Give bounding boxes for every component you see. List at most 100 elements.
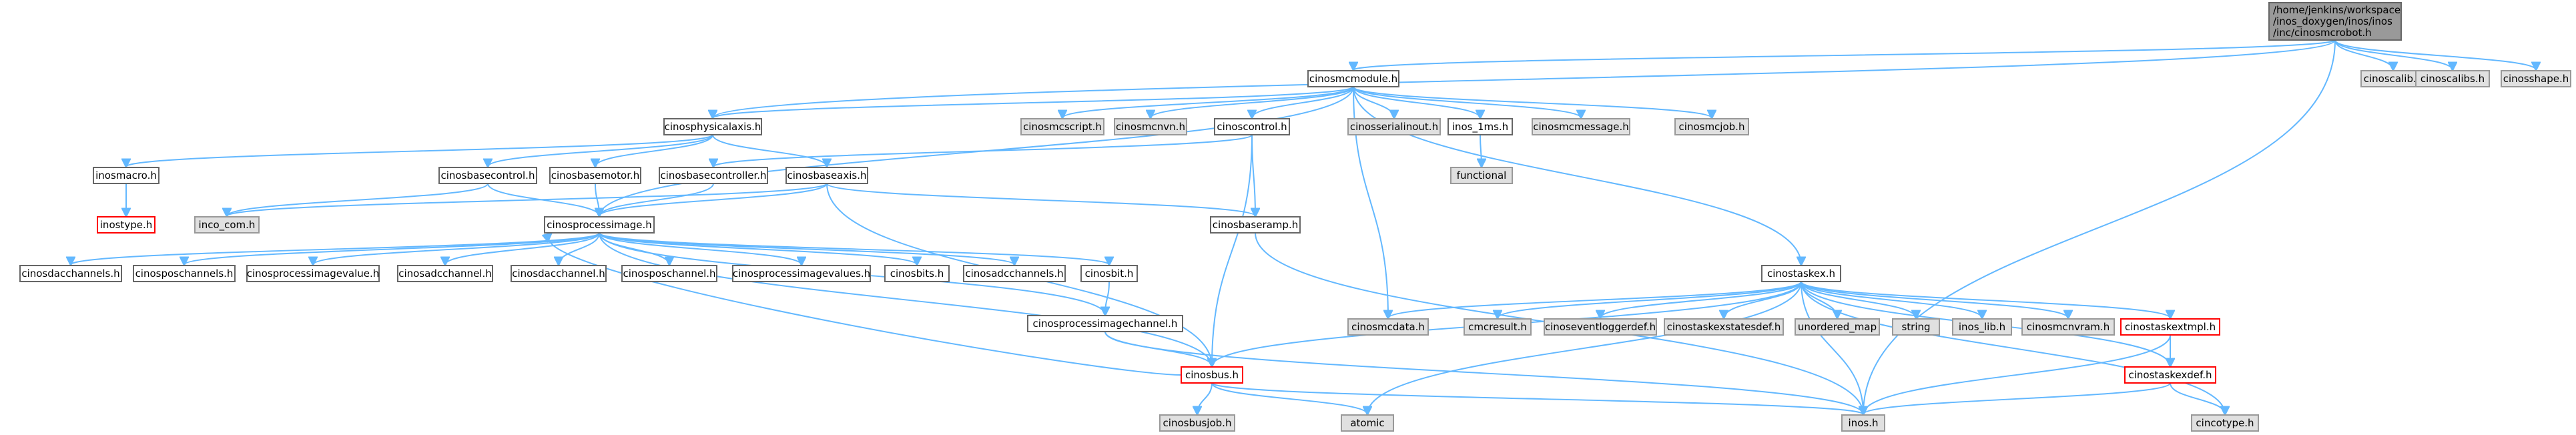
node-atomic[interactable]: atomic [1341,414,1394,432]
node-cinostaskextmpl[interactable]: cinostaskextmpl.h [2120,318,2220,336]
node-inos_lib[interactable]: inos_lib.h [1952,318,2012,336]
node-inco_com[interactable]: inco_com.h [194,216,260,234]
node-cinostaskexdef[interactable]: cinostaskexdef.h [2124,366,2216,384]
node-cinosposchannel[interactable]: cinosposchannel.h [621,265,717,282]
node-box-cinosbusjob[interactable] [1159,414,1235,432]
node-inos1ms[interactable]: inos_1ms.h [1447,118,1513,135]
node-box-inos1ms[interactable] [1447,118,1513,135]
node-box-cinoseventloggerdef[interactable] [1544,318,1657,336]
node-box-cinosdacchannel[interactable] [511,265,607,282]
node-cinosmcmodule[interactable]: cinosmcmodule.h [1307,70,1399,87]
node-box-cinosbaseramp[interactable] [1210,216,1301,234]
node-box-cinosbit[interactable] [1080,265,1138,282]
node-box-unordered_map[interactable] [1795,318,1880,336]
node-cinosbit[interactable]: cinosbit.h [1080,265,1138,282]
node-cinosdacchannels[interactable]: cinosdacchannels.h [19,265,122,282]
node-cinosmcdata[interactable]: cinosmcdata.h [1347,318,1429,336]
node-box-cincotype[interactable] [2191,414,2259,432]
node-box-cinosadcchannel[interactable] [397,265,493,282]
node-cinosbasecontrol[interactable]: cinosbasecontrol.h [438,167,537,184]
node-box-string[interactable] [1892,318,1940,336]
node-inostype[interactable]: inostype.h [97,216,155,234]
node-box-cinosprocessimagevalues[interactable] [732,265,871,282]
node-box-functional[interactable] [1450,167,1513,184]
node-cincotype[interactable]: cincotype.h [2191,414,2259,432]
node-box-cinosmcscript[interactable] [1020,118,1104,135]
node-root[interactable]: /home/jenkins/workspace/inos_doxygen/ino… [2268,2,2402,41]
node-box-cinosbaseaxis[interactable] [785,167,868,184]
node-box-cmcresult[interactable] [1464,318,1532,336]
node-cinosmcscript[interactable]: cinosmcscript.h [1020,118,1104,135]
node-cinosmcnvram[interactable]: cinosmcnvram.h [2021,318,2115,336]
node-cinosprocessimagevalue[interactable]: cinosprocessimagevalue.h [246,265,380,282]
node-cinosbaseramp[interactable]: cinosbaseramp.h [1210,216,1301,234]
node-box-cinostaskexdef[interactable] [2124,366,2216,384]
node-cmcresult[interactable]: cmcresult.h [1464,318,1532,336]
node-box-cinosphysicalaxis[interactable] [663,118,762,135]
node-box-cinosshape[interactable] [2501,70,2571,87]
node-box-cinoscalibs[interactable] [2415,70,2490,87]
node-box-cinosmcmessage[interactable] [1532,118,1630,135]
node-cinoscalibs[interactable]: cinoscalibs.h [2415,70,2490,87]
node-cinosbits[interactable]: cinosbits.h [884,265,950,282]
node-cinosbasemotor[interactable]: cinosbasemotor.h [549,167,641,184]
node-cinosprocessimagechannel[interactable]: cinosprocessimagechannel.h [1027,315,1183,332]
node-string[interactable]: string [1892,318,1940,336]
node-cinosprocessimage[interactable]: cinosprocessimage.h [544,216,655,234]
node-cinosbaseaxis[interactable]: cinosbaseaxis.h [785,167,868,184]
node-box-cinosmcnvram[interactable] [2021,318,2115,336]
node-unordered_map[interactable]: unordered_map [1795,318,1880,336]
node-cinosmcmessage[interactable]: cinosmcmessage.h [1532,118,1630,135]
node-box-cinosbits[interactable] [884,265,950,282]
node-box-cinosmcjob[interactable] [1674,118,1749,135]
node-box-cinosbasemotor[interactable] [549,167,641,184]
node-cinosserialinout[interactable]: cinosserialinout.h [1347,118,1441,135]
node-box-inos[interactable] [1841,414,1885,432]
node-cinoscontrol[interactable]: cinoscontrol.h [1214,118,1290,135]
node-box-inos_lib[interactable] [1952,318,2012,336]
node-box-cinosbus[interactable] [1181,366,1243,384]
node-box-cinosserialinout[interactable] [1347,118,1441,135]
node-box-cinosprocessimage[interactable] [544,216,655,234]
node-box-cinoscontrol[interactable] [1214,118,1290,135]
node-box-inosmacro[interactable] [93,167,159,184]
node-box-cinostaskexstatesdef[interactable] [1664,318,1784,336]
node-cinoscalib[interactable]: cinoscalib.h [2360,70,2426,87]
node-box-cinosmcdata[interactable] [1347,318,1429,336]
node-cinosbus[interactable]: cinosbus.h [1181,366,1243,384]
node-cinosadcchannels[interactable]: cinosadcchannels.h [963,265,1066,282]
node-box-atomic[interactable] [1341,414,1394,432]
node-inos[interactable]: inos.h [1841,414,1885,432]
node-inosmacro[interactable]: inosmacro.h [93,167,159,184]
node-box-cinosdacchannels[interactable] [19,265,122,282]
node-cinostaskex[interactable]: cinostaskex.h [1761,265,1841,282]
node-box-root[interactable] [2268,2,2402,41]
node-box-cinosposchannels[interactable] [133,265,236,282]
node-box-cinostaskex[interactable] [1761,265,1841,282]
node-box-cinosadcchannels[interactable] [963,265,1066,282]
node-box-cinosbasecontrol[interactable] [438,167,537,184]
node-cinostaskexstatesdef[interactable]: cinostaskexstatesdef.h [1664,318,1784,336]
node-cinosbasecontroller[interactable]: cinosbasecontroller.h [659,167,768,184]
node-cinosshape[interactable]: cinosshape.h [2501,70,2571,87]
node-box-cinosmcmodule[interactable] [1307,70,1399,87]
node-functional[interactable]: functional [1450,167,1513,184]
node-box-inco_com[interactable] [194,216,260,234]
node-box-cinosbasecontroller[interactable] [659,167,768,184]
node-cinosadcchannel[interactable]: cinosadcchannel.h [397,265,493,282]
node-box-inostype[interactable] [97,216,155,234]
node-cinosmcjob[interactable]: cinosmcjob.h [1674,118,1749,135]
node-box-cinosprocessimagechannel[interactable] [1027,315,1183,332]
node-cinosmcnvn[interactable]: cinosmcnvn.h [1114,118,1187,135]
node-cinosphysicalaxis[interactable]: cinosphysicalaxis.h [663,118,762,135]
node-cinosbusjob[interactable]: cinosbusjob.h [1159,414,1235,432]
node-cinoseventloggerdef[interactable]: cinoseventloggerdef.h [1544,318,1657,336]
node-cinosprocessimagevalues[interactable]: cinosprocessimagevalues.h [732,265,871,282]
node-cinosposchannels[interactable]: cinosposchannels.h [133,265,236,282]
node-box-cinosmcnvn[interactable] [1114,118,1187,135]
node-box-cinosposchannel[interactable] [621,265,717,282]
node-cinosdacchannel[interactable]: cinosdacchannel.h [511,265,607,282]
node-box-cinostaskextmpl[interactable] [2120,318,2220,336]
node-label-string: string [1901,321,1930,333]
node-box-cinosprocessimagevalue[interactable] [246,265,380,282]
